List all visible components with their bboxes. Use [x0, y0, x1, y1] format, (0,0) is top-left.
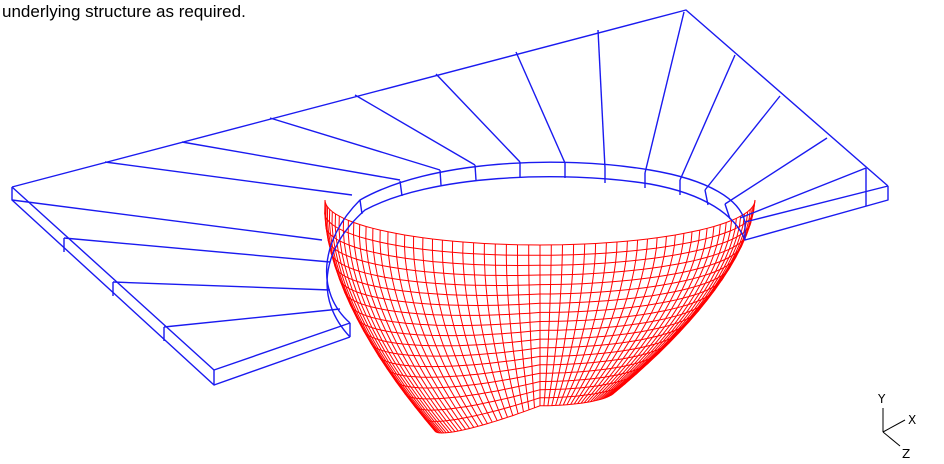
rim-ticks	[63, 162, 867, 341]
soil-mesh	[324, 199, 756, 434]
slab-left-top	[11, 186, 215, 371]
slab-top-outline	[11, 9, 889, 188]
mesh-meridian	[570, 241, 628, 405]
mesh-meridian	[606, 220, 733, 398]
mesh-meridian	[604, 222, 727, 399]
mesh-meridian	[352, 222, 450, 433]
mesh-meridian	[441, 240, 493, 423]
mesh-meridian	[598, 228, 708, 401]
mesh-meridian	[573, 240, 639, 405]
mesh-meridian	[547, 244, 563, 406]
mesh-meridian	[614, 202, 756, 392]
mesh-meridian	[566, 241, 618, 405]
mesh-meridian	[587, 234, 676, 403]
axis-z-label: Z	[902, 447, 910, 461]
mesh-ring	[324, 210, 755, 256]
slab-near-opening-left-bottom	[213, 336, 351, 386]
mesh-meridian	[505, 244, 524, 412]
mesh-meridian	[580, 237, 658, 404]
caption-text: underlying structure as required.	[2, 2, 246, 21]
mesh-ring	[324, 199, 756, 246]
mesh-meridian	[592, 231, 693, 402]
axis-x-label: X	[908, 413, 916, 427]
opening-arc-bottom	[326, 176, 746, 338]
mesh-meridian	[494, 243, 519, 414]
opening-arc-top	[325, 161, 746, 324]
mesh-meridian	[412, 236, 479, 427]
mesh-meridian	[379, 230, 463, 431]
mesh-meridian	[472, 242, 508, 418]
mesh-meridian	[562, 242, 607, 406]
slab-structure	[11, 9, 889, 386]
mesh-meridian	[602, 224, 721, 399]
mesh-meridian	[422, 237, 484, 426]
mesh-meridian	[338, 216, 443, 434]
axis-y-label: Y	[877, 392, 886, 406]
mesh-meridian	[431, 238, 488, 424]
axis-triad	[882, 408, 906, 447]
mesh-meridian	[365, 226, 456, 432]
mesh-meridian	[451, 241, 498, 421]
mesh-meridian	[528, 244, 535, 408]
mesh-meridian	[372, 228, 459, 432]
mesh-meridian	[577, 238, 648, 404]
mesh-meridian	[595, 230, 701, 401]
mesh-meridian	[483, 243, 514, 416]
mesh-meridian	[347, 220, 447, 434]
mesh-meridian	[328, 209, 438, 433]
mesh-meridian	[403, 234, 475, 428]
mesh-meridian	[590, 233, 685, 403]
mesh-meridian	[462, 241, 503, 420]
mesh-meridian	[358, 224, 453, 433]
mesh-meridian	[543, 244, 552, 406]
mesh-meridian	[334, 213, 441, 434]
mesh-meridian	[555, 243, 586, 406]
mesh-meridian	[551, 244, 575, 406]
mesh-meridian	[387, 231, 467, 430]
mesh-meridian	[342, 218, 445, 434]
slab-near-opening-left	[213, 322, 351, 371]
mesh-meridian	[395, 233, 471, 429]
slab-right-top	[744, 185, 889, 223]
mesh-meridian	[600, 226, 715, 400]
mesh-meridian	[614, 199, 756, 391]
slab-right-edge	[744, 186, 889, 241]
mesh-meridian	[517, 244, 530, 410]
mesh-meridian	[559, 243, 597, 406]
mesh-meridian	[583, 236, 667, 404]
radial-members	[11, 11, 867, 328]
